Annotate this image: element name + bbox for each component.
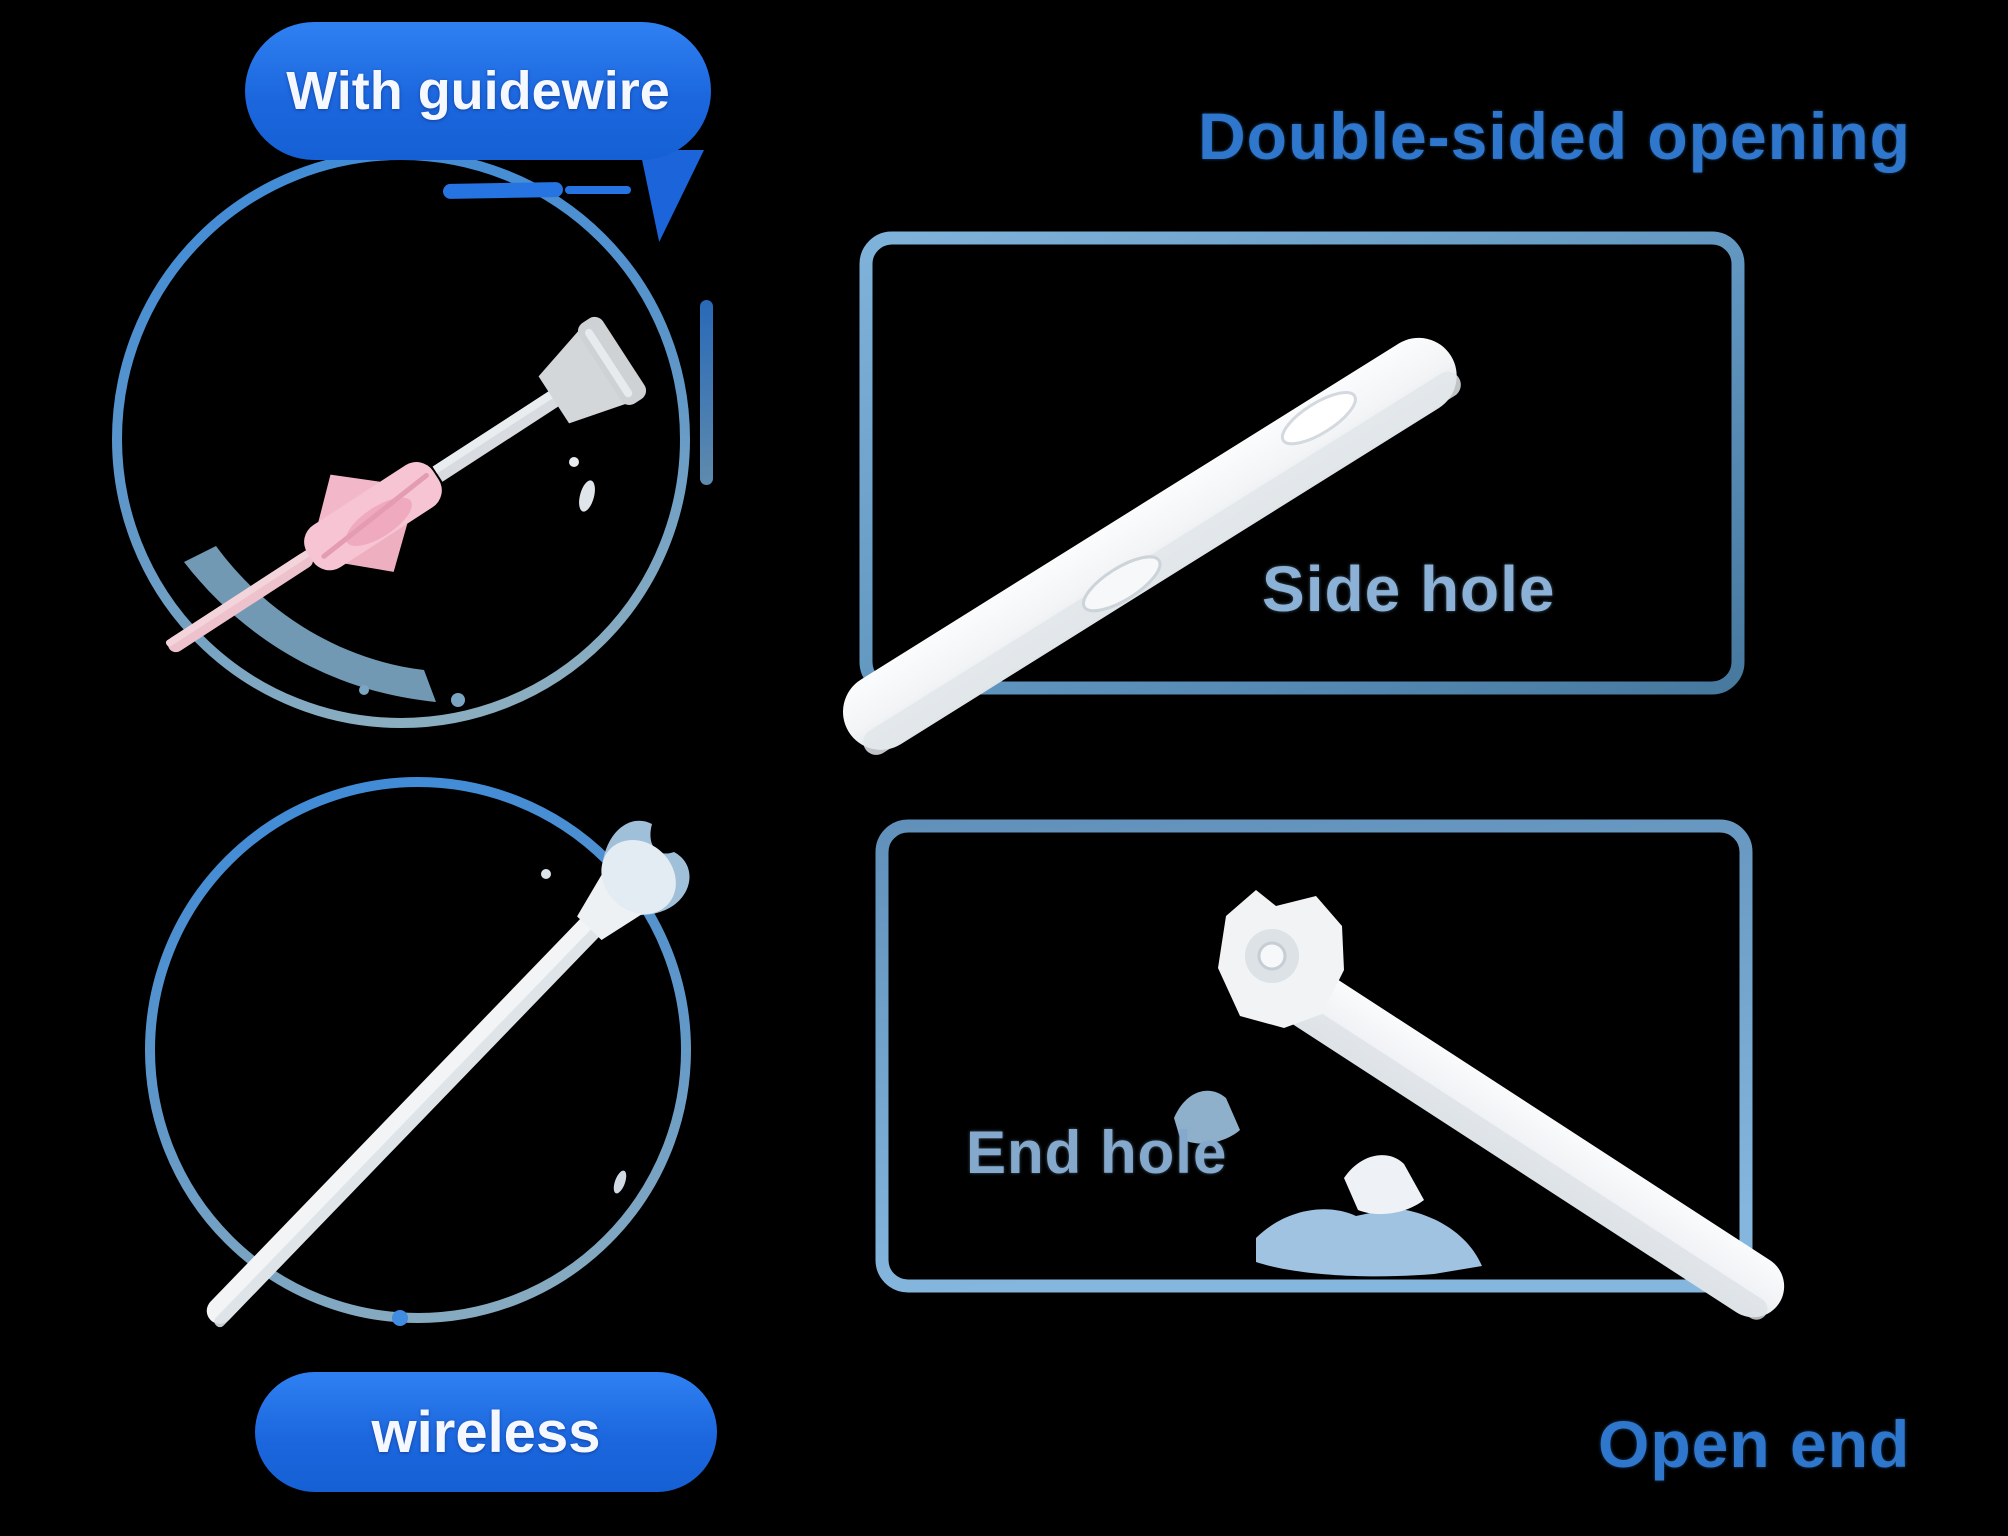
- open-end-heading: Open end: [1598, 1407, 1911, 1481]
- end-hole-caption: End hole: [966, 1119, 1228, 1186]
- photo-speck: [569, 457, 579, 467]
- photo-speck: [541, 869, 551, 879]
- cap-highlight: [585, 328, 633, 398]
- body-shading: [1235, 966, 1768, 1320]
- photo-reflection-smear: [184, 546, 436, 702]
- side-hole-opening-1: [1280, 391, 1357, 446]
- side-hole-catheter-illustration: [843, 337, 1461, 755]
- double-sided-opening-heading: Double-sided opening: [1198, 99, 1911, 173]
- catheter-tube: [206, 906, 611, 1324]
- photo-splash: [1256, 1208, 1482, 1277]
- guidewire-highlight: [165, 550, 311, 647]
- plain-catheter-illustration: [206, 840, 676, 1328]
- tube-shading: [214, 913, 614, 1328]
- wireless-photo-panel: [145, 777, 691, 1328]
- shaft-highlight: [432, 390, 555, 474]
- with-guidewire-badge-label: With guidewire: [286, 61, 670, 121]
- panel-frame: [859, 231, 1745, 695]
- flare-blob: [601, 840, 676, 915]
- photo-blue-streak: [565, 186, 631, 194]
- circle-frame: [112, 150, 690, 728]
- photo-speck: [579, 480, 595, 512]
- end-hole-opening: [1257, 941, 1287, 971]
- photo-speck: [451, 693, 465, 707]
- photo-blue-streak: [442, 181, 564, 200]
- with-guidewire-badge: With guidewire: [245, 22, 711, 160]
- wireless-badge-label: wireless: [371, 1399, 601, 1465]
- side-hole-opening-2: [1081, 555, 1162, 613]
- end-hole-photo-panel: [875, 819, 1785, 1320]
- cap-cone: [538, 329, 628, 424]
- hub-seam: [321, 472, 429, 559]
- hub-shading: [346, 497, 412, 546]
- clamp-piece: [1344, 1155, 1424, 1215]
- photo-speck: [359, 685, 369, 695]
- photo-speck-blue: [392, 1310, 408, 1326]
- photo-speck: [613, 1170, 627, 1194]
- tip-shading: [863, 371, 1461, 755]
- panel-frame: [875, 819, 1753, 1293]
- iv-catheter-illustration: [165, 316, 647, 653]
- wireless-badge: wireless: [255, 1372, 717, 1492]
- with-guidewire-photo-panel: [112, 150, 690, 728]
- end-hole-catheter-illustration: [1218, 890, 1785, 1320]
- side-hole-photo-panel: [843, 231, 1745, 755]
- photo-splash-small: [1174, 1090, 1240, 1144]
- photo-blue-streak: [700, 300, 713, 485]
- catheter-body: [1237, 940, 1785, 1318]
- circle-frame: [145, 777, 691, 1323]
- side-hole-caption: Side hole: [1262, 553, 1556, 625]
